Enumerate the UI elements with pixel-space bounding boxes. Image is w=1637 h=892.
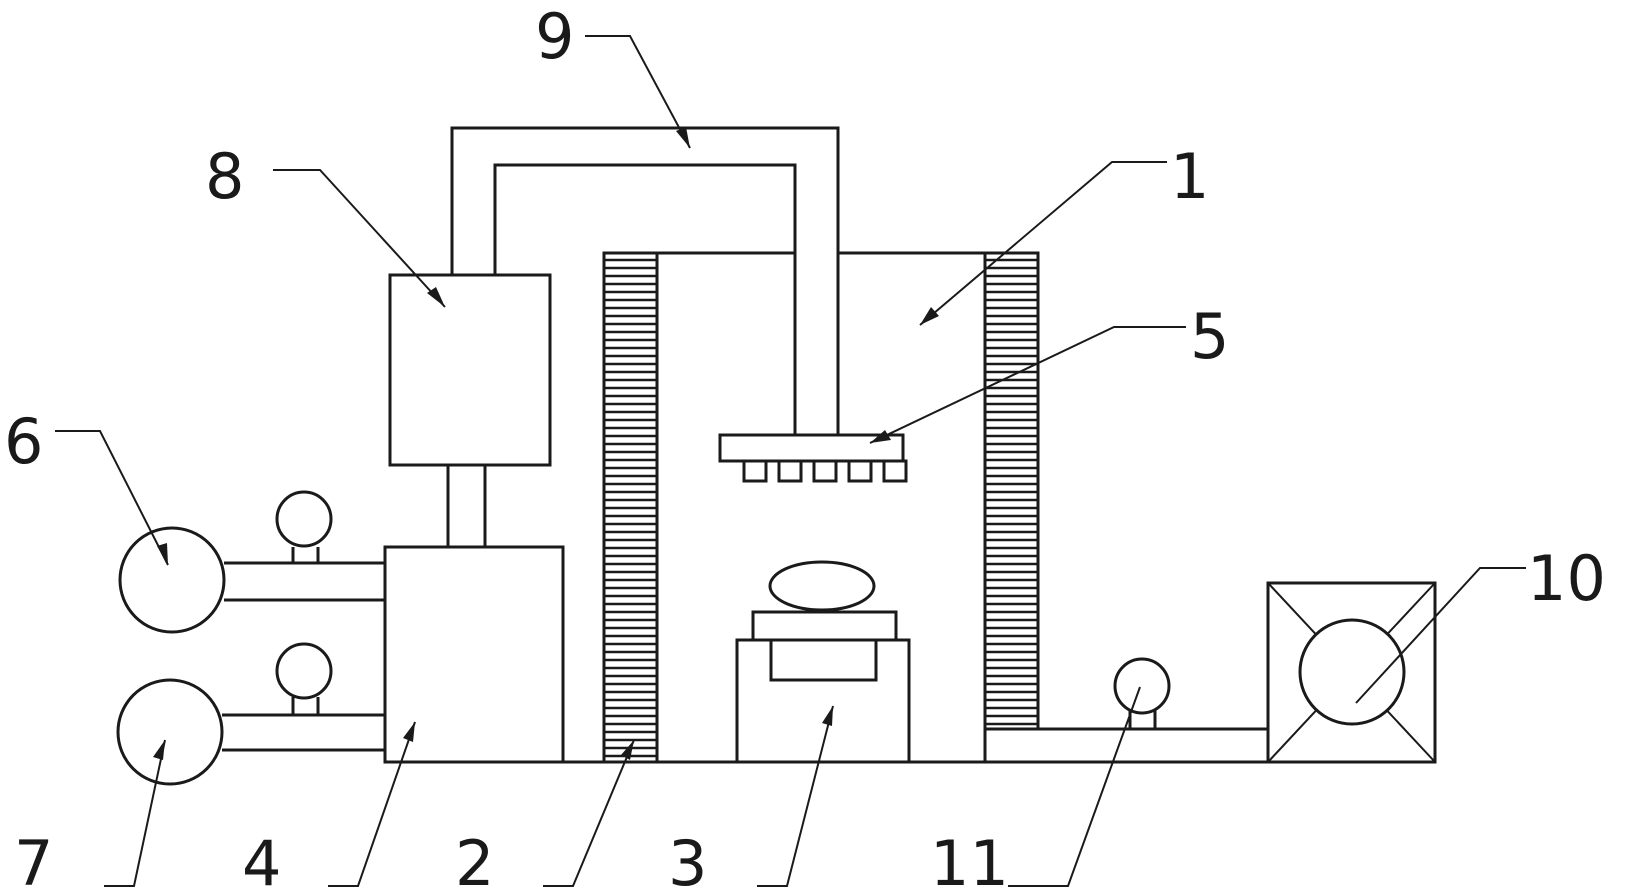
tank	[388, 273, 552, 467]
label-6: 6	[4, 405, 43, 478]
workpiece	[768, 560, 876, 612]
pipe	[450, 126, 840, 435]
stand	[735, 560, 911, 764]
valve-lower	[275, 642, 333, 715]
label-5: 5	[1190, 300, 1229, 373]
label-7: 7	[14, 827, 53, 892]
ribbed-wall-left	[602, 251, 659, 764]
pump-lower	[116, 678, 224, 786]
nozzle-row	[742, 459, 908, 483]
label-4: 4	[242, 827, 281, 892]
arrowheads	[153, 127, 939, 760]
label-11: 11	[930, 827, 1009, 892]
label-9: 9	[535, 0, 574, 73]
label-3: 3	[668, 827, 707, 892]
valve-upper	[275, 490, 333, 563]
ribbed-wall-right	[983, 251, 1040, 731]
pump-upper	[118, 526, 226, 634]
label-1: 1	[1170, 140, 1209, 213]
spray-head	[718, 433, 908, 483]
label-2: 2	[455, 827, 494, 892]
label-8: 8	[205, 140, 244, 213]
exhaust-valve	[1113, 657, 1171, 729]
tank-connector	[446, 465, 487, 547]
inlet-pipes	[222, 561, 385, 752]
label-10: 10	[1527, 542, 1606, 615]
leader-lines	[55, 35, 1526, 887]
fan	[1266, 581, 1437, 764]
mixing-box	[383, 545, 565, 764]
exhaust-pipe	[985, 727, 1268, 764]
